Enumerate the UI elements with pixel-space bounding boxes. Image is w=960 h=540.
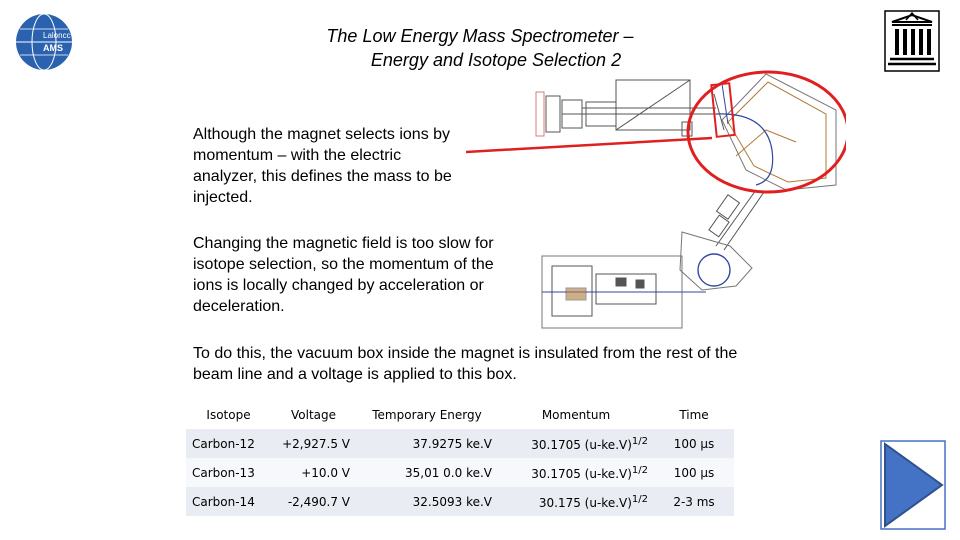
momentum-exponent: 1/2 — [631, 493, 648, 505]
header-momentum: Momentum — [541, 407, 611, 422]
title-line-2: Energy and Isotope Selection 2 — [370, 50, 622, 70]
paragraph-magnet-selection: Although the magnet selects ions by mome… — [193, 126, 452, 206]
title-line-1: The Low Energy Mass Spectrometer – — [326, 26, 634, 46]
cell-isotope: Carbon-12 — [186, 429, 271, 458]
cell-voltage: -2,490.7 V — [271, 487, 356, 516]
header-time: Time — [679, 407, 709, 422]
cell-energy: 37.9275 ke.V — [356, 429, 498, 458]
lalonde-ams-logo: Laloncc AMS — [10, 12, 78, 72]
spectrometer-diagram — [465, 70, 850, 338]
cell-isotope: Carbon-14 — [186, 487, 271, 516]
table-row: Carbon-12 +2,927.5 V 37.9275 ke.V 30.170… — [186, 429, 734, 458]
cell-time: 100 µs — [654, 458, 734, 487]
cell-time: 2-3 ms — [654, 487, 734, 516]
cell-momentum: 30.1705 (u-ke.V)1/2 — [498, 458, 654, 487]
table-header-row: Isotope Voltage Temporary Energy Momentu… — [186, 400, 734, 429]
momentum-value: 30.175 (u-ke.V) — [538, 495, 632, 510]
cell-time: 100 µs — [654, 429, 734, 458]
play-triangle-icon — [884, 442, 944, 528]
cell-momentum: 30.175 (u-ke.V)1/2 — [498, 487, 654, 516]
header-voltage: Voltage — [290, 407, 336, 422]
cell-voltage: +2,927.5 V — [271, 429, 356, 458]
cell-energy: 32.5093 ke.V — [356, 487, 498, 516]
cell-energy: 35,01 0.0 ke.V — [356, 458, 498, 487]
cell-momentum: 30.1705 (u-ke.V)1/2 — [498, 429, 654, 458]
header-temporary-energy: Temporary Energy — [372, 407, 482, 422]
table-row: Carbon-14 -2,490.7 V 32.5093 ke.V 30.175… — [186, 487, 734, 516]
university-building-icon — [884, 10, 940, 72]
isotope-table: Isotope Voltage Temporary Energy Momentu… — [186, 400, 734, 516]
momentum-exponent: 1/2 — [631, 464, 648, 476]
momentum-value: 30.1705 (u-ke.V) — [531, 466, 632, 481]
slide-title: The Low Energy Mass Spectrometer – Energ… — [230, 24, 730, 72]
cell-voltage: +10.0 V — [271, 458, 356, 487]
cell-isotope: Carbon-13 — [186, 458, 271, 487]
momentum-exponent: 1/2 — [631, 435, 648, 447]
logo-text-2: AMS — [43, 43, 63, 53]
paragraph-vacuum-box: To do this, the vacuum box inside the ma… — [193, 345, 738, 383]
momentum-value: 30.1705 (u-ke.V) — [531, 437, 632, 452]
logo-text-1: Laloncc — [43, 31, 71, 40]
table-row: Carbon-13 +10.0 V 35,01 0.0 ke.V 30.1705… — [186, 458, 734, 487]
next-slide-button[interactable] — [880, 440, 946, 530]
header-isotope: Isotope — [206, 407, 251, 422]
paragraph-isotope-selection: Changing the magnetic field is too slow … — [193, 235, 494, 315]
